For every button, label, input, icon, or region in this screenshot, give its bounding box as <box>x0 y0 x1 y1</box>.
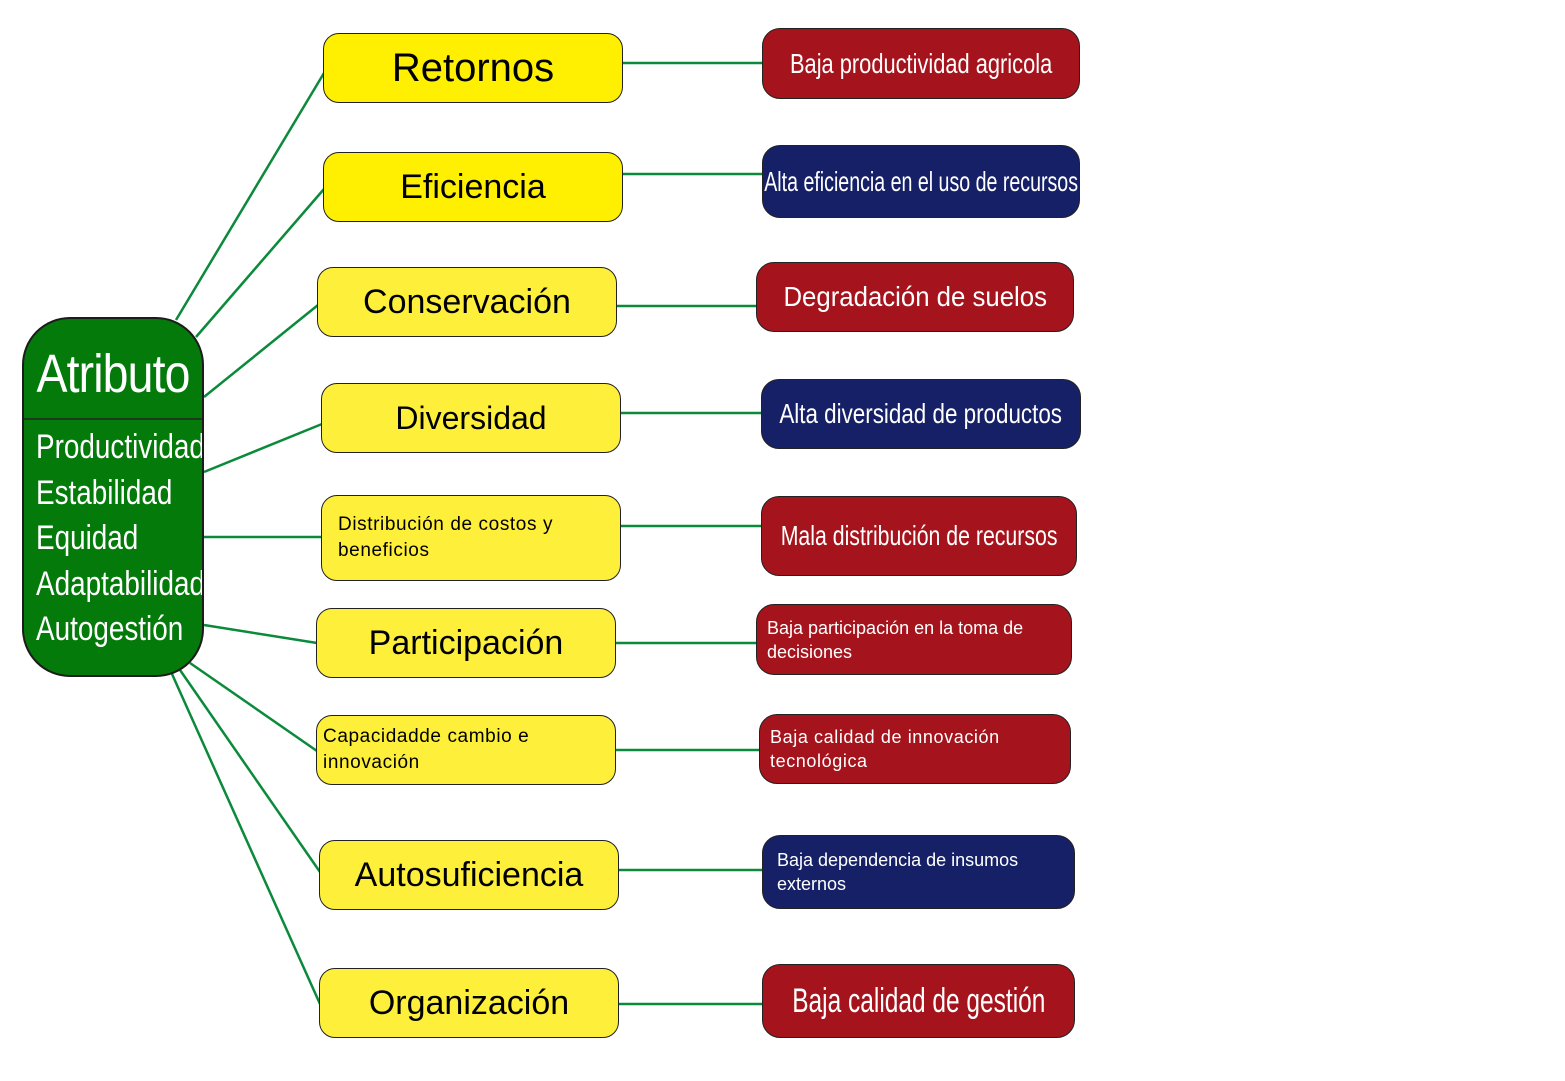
attribute-node-retornos: Retornos <box>323 33 623 103</box>
root-node-atributo: Atributo Productividad Estabilidad Equid… <box>22 317 204 677</box>
indicator-label: Baja calidad de gestión <box>791 981 1046 1020</box>
root-to-conservacion <box>203 304 319 398</box>
root-to-capacidad <box>189 661 318 753</box>
attribute-node-capacidad: Capacidadde cambio e innovación <box>316 715 616 785</box>
root-to-participacion <box>203 623 318 645</box>
root-to-autosuficiencia <box>178 669 322 873</box>
root-title: Atributo <box>36 344 190 404</box>
indicator-node-participacion: Baja participación en la toma de decisio… <box>756 604 1072 675</box>
indicator-node-capacidad: Baja calidad de innovación tecnológica <box>759 714 1071 784</box>
root-item: Adaptabilidad <box>36 564 204 603</box>
indicator-label: Alta eficiencia en el uso de recursos <box>764 165 1078 197</box>
root-item: Equidad <box>36 519 139 557</box>
root-item: Productividad <box>36 428 204 466</box>
root-to-organizacion <box>170 673 322 1005</box>
indicator-label: Alta diversidad de productos <box>779 398 1063 429</box>
attribute-node-eficiencia: Eficiencia <box>323 152 623 222</box>
indicator-node-diversidad: Alta diversidad de productos <box>761 379 1081 449</box>
attribute-node-diversidad: Diversidad <box>321 383 621 453</box>
root-divider <box>24 418 202 420</box>
attribute-node-organizacion: Organización <box>319 968 619 1038</box>
root-item: Autogestión <box>36 610 184 648</box>
indicator-label: Degradación de suelos <box>783 281 1047 312</box>
indicator-node-organizacion: Baja calidad de gestión <box>762 964 1075 1038</box>
indicator-node-distribucion: Mala distribución de recursos <box>761 496 1077 576</box>
root-to-diversidad <box>203 422 323 474</box>
indicator-node-conservacion: Degradación de suelos <box>756 262 1074 332</box>
indicator-label: Baja productividad agricola <box>789 47 1053 79</box>
attribute-node-conservacion: Conservación <box>317 267 617 337</box>
indicator-label: Mala distribución de recursos <box>780 520 1058 551</box>
root-attribute-list: Productividad Estabilidad Equidad Adapta… <box>36 425 204 653</box>
indicator-node-retornos: Baja productividad agricola <box>762 28 1080 99</box>
attribute-node-autosuficiencia: Autosuficiencia <box>319 840 619 910</box>
root-to-retornos <box>174 72 326 321</box>
attribute-node-distribucion: Distribución de costos y beneficios <box>321 495 621 581</box>
indicator-node-eficiencia: Alta eficiencia en el uso de recursos <box>762 145 1080 218</box>
root-to-eficiencia <box>195 188 325 338</box>
root-item: Estabilidad <box>36 473 173 512</box>
attribute-node-participacion: Participación <box>316 608 616 678</box>
indicator-node-autosuficiencia: Baja dependencia de insumos externos <box>762 835 1075 909</box>
